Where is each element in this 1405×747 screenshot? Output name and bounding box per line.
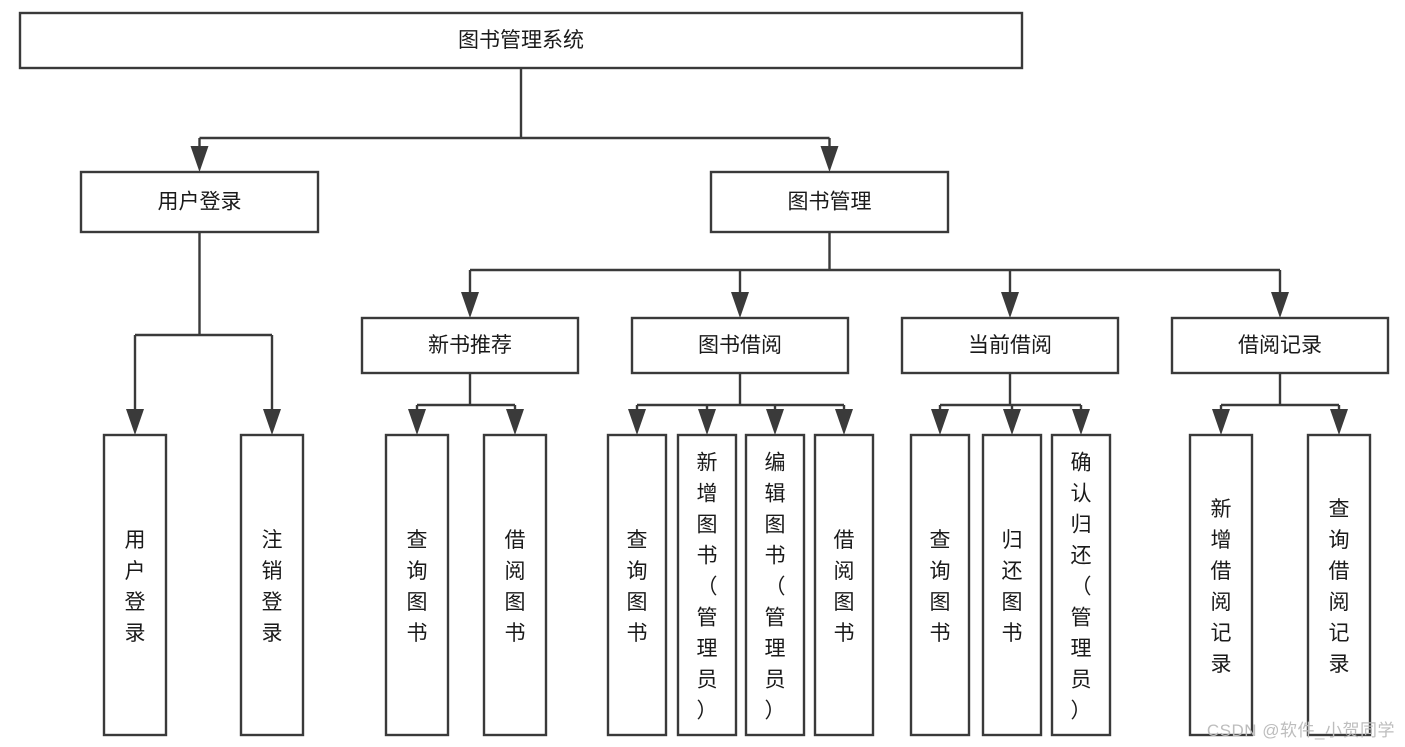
node-label-leaf_13: 查询借阅记录 (1329, 498, 1350, 676)
node-label-leaf_03: 查询图书 (407, 529, 428, 645)
node-label-leaf_12: 新增借阅记录 (1211, 498, 1232, 676)
arrow-head-icon (126, 409, 144, 435)
connector-group-l2_a (408, 373, 524, 435)
connector-group-root (190, 68, 839, 172)
node-l2_c[interactable]: 当前借阅 (900, 316, 1120, 375)
node-leaf_09[interactable]: 查询图书 (909, 433, 971, 737)
node-box-leaf_09 (909, 433, 971, 737)
arrow-head-icon (1212, 409, 1230, 435)
node-box-leaf_05 (606, 433, 668, 737)
node-l2_a[interactable]: 新书推荐 (360, 316, 580, 375)
arrow-head-icon (1001, 292, 1019, 318)
node-box-l2_a (360, 316, 580, 375)
node-leaf_10[interactable]: 归还图书 (981, 433, 1043, 737)
node-leaf_11[interactable]: 确认归还（管理员） (1050, 433, 1112, 737)
arrow-head-icon (820, 146, 839, 172)
node-label-l2_d: 借阅记录 (1238, 334, 1322, 357)
node-leaf_04[interactable]: 借阅图书 (482, 433, 548, 737)
arrow-head-icon (731, 292, 749, 318)
node-label-leaf_01: 用户登录 (125, 529, 146, 645)
node-label-leaf_06: 新增图书（管理员） (697, 452, 718, 723)
arrow-head-icon (766, 409, 784, 435)
node-leaf_08[interactable]: 借阅图书 (813, 433, 875, 737)
arrow-head-icon (835, 409, 853, 435)
connector-group-l2_b (628, 373, 853, 435)
connector-group-l1_b (461, 232, 1289, 318)
arrow-head-icon (263, 409, 281, 435)
node-box-leaf_13 (1306, 433, 1372, 737)
arrow-head-icon (461, 292, 479, 318)
node-box-leaf_08 (813, 433, 875, 737)
node-l1_b[interactable]: 图书管理 (709, 170, 950, 234)
node-l2_b[interactable]: 图书借阅 (630, 316, 850, 375)
node-box-leaf_01 (102, 433, 168, 737)
arrow-head-icon (190, 146, 209, 172)
connector-group-l2_c (931, 373, 1090, 435)
node-box-l2_b (630, 316, 850, 375)
node-layer: 图书管理系统用户登录图书管理新书推荐图书借阅当前借阅借阅记录用户登录注销登录查询… (18, 11, 1390, 737)
arrow-head-icon (1330, 409, 1348, 435)
node-label-leaf_04: 借阅图书 (505, 529, 526, 645)
node-box-l1_a (79, 170, 320, 234)
node-box-l2_d (1170, 316, 1390, 375)
arrow-head-icon (506, 409, 524, 435)
node-label-leaf_10: 归还图书 (1002, 529, 1023, 645)
node-root[interactable]: 图书管理系统 (18, 11, 1024, 70)
node-label-leaf_08: 借阅图书 (834, 529, 855, 645)
arrow-head-icon (1271, 292, 1289, 318)
arrow-head-icon (1072, 409, 1090, 435)
node-leaf_01[interactable]: 用户登录 (102, 433, 168, 737)
node-box-leaf_11 (1050, 433, 1112, 737)
csdn-watermark: CSDN @软件_小贺同学 (1206, 721, 1395, 740)
node-label-leaf_05: 查询图书 (627, 529, 648, 645)
node-label-leaf_09: 查询图书 (930, 529, 951, 645)
node-leaf_07[interactable]: 编辑图书（管理员） (744, 433, 806, 737)
node-label-leaf_07: 编辑图书（管理员） (765, 452, 786, 723)
connector-group-l1_a (126, 232, 281, 435)
node-leaf_02[interactable]: 注销登录 (239, 433, 305, 737)
arrow-head-icon (408, 409, 426, 435)
node-leaf_06[interactable]: 新增图书（管理员） (676, 433, 738, 737)
node-label-l2_c: 当前借阅 (968, 334, 1052, 357)
arrow-head-icon (931, 409, 949, 435)
node-leaf_03[interactable]: 查询图书 (384, 433, 450, 737)
node-leaf_12[interactable]: 新增借阅记录 (1188, 433, 1254, 737)
arrow-head-icon (698, 409, 716, 435)
arrow-head-icon (628, 409, 646, 435)
node-label-l2_a: 新书推荐 (428, 334, 512, 357)
node-box-root (18, 11, 1024, 70)
node-label-l2_b: 图书借阅 (698, 334, 782, 357)
node-l1_a[interactable]: 用户登录 (79, 170, 320, 234)
node-box-leaf_04 (482, 433, 548, 737)
node-box-leaf_07 (744, 433, 806, 737)
node-label-root: 图书管理系统 (458, 29, 584, 52)
node-l2_d[interactable]: 借阅记录 (1170, 316, 1390, 375)
node-box-l1_b (709, 170, 950, 234)
connector-layer (126, 68, 1348, 435)
node-box-leaf_02 (239, 433, 305, 737)
node-box-leaf_12 (1188, 433, 1254, 737)
node-box-leaf_03 (384, 433, 450, 737)
arrow-head-icon (1003, 409, 1021, 435)
node-leaf_13[interactable]: 查询借阅记录 (1306, 433, 1372, 737)
node-label-l1_b: 图书管理 (788, 191, 872, 214)
connector-group-l2_d (1212, 373, 1348, 435)
node-box-l2_c (900, 316, 1120, 375)
node-box-leaf_06 (676, 433, 738, 737)
node-leaf_05[interactable]: 查询图书 (606, 433, 668, 737)
node-label-leaf_02: 注销登录 (262, 529, 283, 645)
node-label-leaf_11: 确认归还（管理员） (1071, 452, 1092, 723)
node-label-l1_a: 用户登录 (158, 191, 242, 214)
node-box-leaf_10 (981, 433, 1043, 737)
